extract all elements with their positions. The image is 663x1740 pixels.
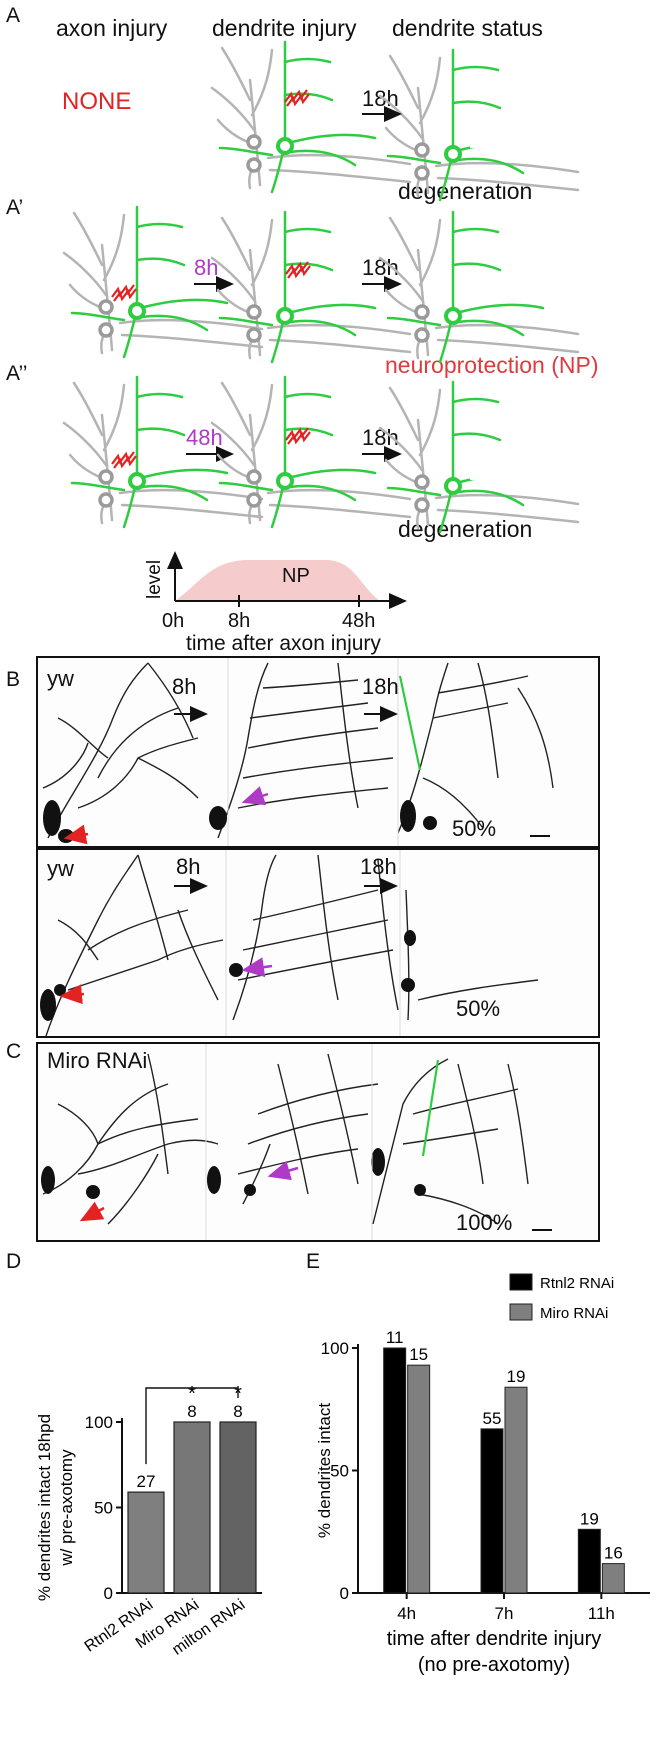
- timeline-tick-8h: 8h: [228, 610, 251, 632]
- chart-e-bar: [383, 1347, 407, 1594]
- micrograph-b-bottom-image: [40, 850, 539, 1036]
- dendrite-injury-arrow-b-top: [241, 786, 269, 806]
- chart-e-ytick-label: 0: [340, 1584, 349, 1603]
- chart-e-n-label: 15: [409, 1345, 428, 1364]
- chart-d-ytick-label: 50: [94, 1499, 113, 1518]
- genotype-label-b-top: yw: [47, 666, 74, 691]
- chart-e-bar: [504, 1386, 528, 1594]
- time-label-18h-b-top: 18h: [362, 674, 399, 699]
- chart-e-ytick-label: 50: [330, 1462, 349, 1481]
- chart-e-category-label: 11h: [588, 1604, 615, 1623]
- cut-line-c: [421, 1059, 440, 1157]
- axon-injury-arrow-b-top: [63, 824, 89, 845]
- chart-d-ylabel-line2: w/ pre-axotomy: [57, 1449, 76, 1567]
- chart-d-significance-bracket: [145, 1387, 239, 1465]
- neuron-row3-dendrite-injury: [210, 375, 412, 529]
- chart-e-ytick-label: 100: [321, 1339, 349, 1358]
- neuroprotection-label: neuroprotection (NP): [385, 352, 599, 378]
- genotype-label-c: Miro RNAi: [47, 1048, 148, 1073]
- time-label-18h-b-bottom: 18h: [360, 854, 397, 879]
- column-title-dendrite-status: dendrite status: [392, 15, 543, 41]
- chart-d-bar: [219, 1421, 257, 1594]
- chart-e-n-label: 11: [386, 1328, 404, 1347]
- dendrite-injury-arrow-c: [267, 1160, 299, 1181]
- chart-d-n-label: 8: [187, 1402, 196, 1421]
- chart-e-xlabel-line1: time after dendrite injury: [387, 1628, 602, 1650]
- arrow-label-48h: 48h: [186, 425, 223, 450]
- dendrite-injury-arrow-b-bottom: [241, 957, 273, 978]
- chart-e-n-label: 19: [507, 1367, 526, 1386]
- chart-e-category-label: 4h: [397, 1604, 416, 1623]
- axon-injury-arrow-b-bottom: [59, 984, 85, 1005]
- column-title-dendrite-injury: dendrite injury: [212, 15, 357, 41]
- chart-e-xlabel-line2: (no pre-axotomy): [418, 1654, 570, 1676]
- chart-e-bar: [577, 1528, 601, 1594]
- panel-letter-a: A: [6, 4, 21, 27]
- chart-d-ylabel-line1: % dendrites intact 18hpd: [35, 1414, 54, 1601]
- panel-letter-a-prime: A’: [6, 196, 24, 219]
- chart-d-n-label: 8: [233, 1402, 242, 1421]
- micrograph-c: Miro RNAi 100%: [36, 1042, 600, 1242]
- micrograph-b-top-image: [42, 658, 554, 846]
- chart-e-n-label: 19: [580, 1509, 599, 1528]
- percent-label-b-top: 50%: [452, 816, 497, 841]
- timeline-np-label: NP: [282, 565, 310, 587]
- chart-e-legend-label: Miro RNAi: [540, 1305, 608, 1322]
- chart-e-n-label: 55: [483, 1409, 502, 1428]
- chart-e-bar: [407, 1364, 431, 1594]
- none-label: NONE: [62, 88, 132, 115]
- column-title-axon-injury: axon injury: [56, 15, 168, 41]
- np-level-curve: [175, 560, 380, 601]
- chart-e-category-label: 7h: [495, 1604, 514, 1623]
- degeneration-label-row3: degeneration: [398, 516, 533, 542]
- percent-label-c: 100%: [456, 1210, 513, 1235]
- neuron-row2-axon-injury: [62, 205, 264, 359]
- chart-e-legend-label: Rtnl2 RNAi: [540, 1275, 614, 1292]
- chart-e-bar: [601, 1563, 625, 1594]
- micrograph-b-top: yw 8h 18h 50%: [36, 656, 600, 848]
- chart-d-n-label: 27: [137, 1472, 156, 1491]
- time-label-8h-b-bottom: 8h: [176, 854, 201, 879]
- neuron-row1-dendrite-injury: [210, 40, 412, 194]
- cut-line-b-top: [398, 675, 422, 771]
- panel-letter-c: C: [6, 1040, 22, 1063]
- timeline-xlabel: time after axon injury: [186, 632, 381, 655]
- timeline-tick-0h: 0h: [162, 610, 185, 632]
- chart-d-significance: *: [188, 1383, 196, 1405]
- chart-e-legend-swatch: [509, 1303, 533, 1321]
- panel-letter-a-double-prime: A’’: [6, 362, 28, 385]
- chart-e-ylabel: % dendrites intact: [315, 1403, 334, 1538]
- neuron-row2-dendrite-injury: [210, 210, 412, 364]
- chart-e-legend-swatch: [509, 1273, 533, 1291]
- percent-label-b-bottom: 50%: [456, 996, 501, 1021]
- timeline-tick-48h: 48h: [342, 610, 376, 632]
- micrograph-c-image: [41, 1044, 552, 1240]
- axon-injury-arrow-c: [79, 1201, 105, 1222]
- genotype-label-b-bottom: yw: [47, 856, 74, 881]
- panel-letter-b: B: [6, 668, 21, 691]
- chart-d-ytick-label: 0: [104, 1584, 113, 1603]
- chart-e-n-label: 16: [604, 1544, 623, 1563]
- neuron-row2-status: [378, 210, 580, 364]
- chart-e: 0 50 100 4h 11 15 7h 55 19 11h 19 16 Rtnl2 RNAiMiro …: [315, 1273, 650, 1676]
- time-label-8h-b-top: 8h: [172, 674, 197, 699]
- micrograph-b-bottom: yw 8h 18h 50%: [36, 848, 600, 1038]
- np-timeline: [167, 551, 407, 609]
- chart-d-bar: [173, 1421, 211, 1594]
- chart-d-bar: [127, 1491, 165, 1594]
- panel-letter-e: E: [306, 1250, 321, 1273]
- chart-e-bar: [480, 1428, 504, 1594]
- chart-d-ytick-label: 100: [85, 1413, 113, 1432]
- panel-letter-d: D: [6, 1250, 22, 1273]
- panel-a-schematic: [62, 40, 580, 534]
